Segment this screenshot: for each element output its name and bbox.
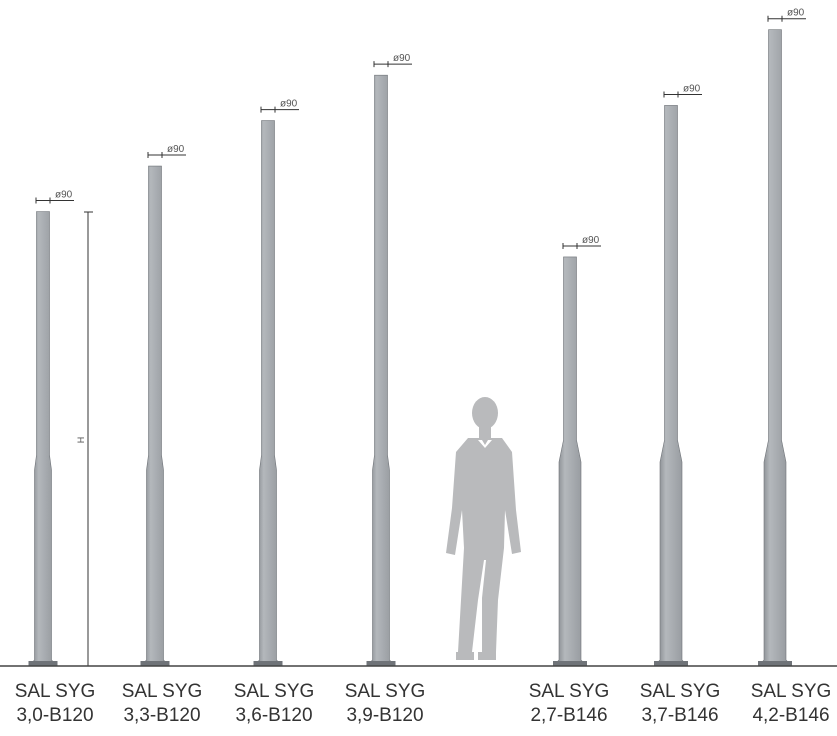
pole-body — [252, 120, 284, 667]
model-label-series: SAL SYG — [344, 681, 426, 702]
diameter-dimension: ø90 — [373, 53, 412, 68]
model-label-code: 3,7-B146 — [641, 705, 719, 726]
pole-base-plate — [758, 661, 792, 666]
height-label: H — [76, 437, 86, 444]
model-label-code: 4,2-B146 — [752, 705, 830, 726]
diameter-dimension: ø90 — [767, 8, 806, 22]
diameter-label: ø90 — [167, 144, 185, 155]
diameter-label: ø90 — [683, 83, 701, 94]
model-label-7: SAL SYG 4,2-B146 — [731, 680, 837, 728]
pole-body — [653, 105, 689, 667]
pole-base-plate — [366, 661, 396, 666]
pole-base-plate — [28, 661, 58, 666]
pole-1: ø90 — [27, 190, 74, 667]
model-label-3: SAL SYG 3,6-B120 — [214, 680, 334, 728]
model-label-code: 2,7-B146 — [530, 705, 608, 726]
diameter-label: ø90 — [787, 8, 805, 19]
poles-layer: ø90 ø90 ø90 ø90 ø90 ø90 ø90 — [27, 8, 806, 667]
diameter-dimension: ø90 — [147, 144, 186, 159]
model-label-code: 3,9-B120 — [346, 705, 424, 726]
diameter-dimension: ø90 — [260, 99, 299, 113]
model-label-5: SAL SYG 2,7-B146 — [509, 680, 629, 728]
pole-body — [27, 211, 59, 667]
model-label-series: SAL SYG — [750, 681, 832, 702]
model-label-code: 3,6-B120 — [235, 705, 313, 726]
model-label-series: SAL SYG — [121, 681, 203, 702]
height-dimension: H — [76, 211, 93, 666]
model-label-4: SAL SYG 3,9-B120 — [325, 680, 445, 728]
pole-base-plate — [553, 661, 587, 666]
model-label-1: SAL SYG 3,0-B120 — [0, 680, 115, 728]
pole-7: ø90 — [757, 8, 806, 667]
model-label-code: 3,0-B120 — [16, 705, 94, 726]
pole-base-plate — [140, 661, 170, 666]
diameter-label: ø90 — [55, 190, 73, 201]
pole-base-plate — [654, 661, 688, 666]
pole-body — [365, 74, 397, 667]
diameter-dimension: ø90 — [663, 83, 702, 98]
pole-3: ø90 — [252, 99, 299, 667]
pole-body — [139, 165, 171, 667]
model-label-series: SAL SYG — [639, 681, 721, 702]
model-label-series: SAL SYG — [14, 681, 96, 702]
diameter-dimension: ø90 — [35, 190, 74, 204]
diameter-label: ø90 — [582, 235, 600, 246]
pole-2: ø90 — [139, 144, 186, 667]
pole-base-plate — [253, 661, 283, 666]
model-label-series: SAL SYG — [528, 681, 610, 702]
pole-body — [757, 29, 793, 667]
model-label-2: SAL SYG 3,3-B120 — [102, 680, 222, 728]
model-label-series: SAL SYG — [233, 681, 315, 702]
diameter-label: ø90 — [280, 99, 298, 110]
model-label-6: SAL SYG 3,7-B146 — [620, 680, 740, 728]
pole-5: ø90 — [552, 235, 601, 667]
pole-6: ø90 — [653, 83, 702, 667]
diameter-label: ø90 — [393, 53, 411, 64]
pole-4: ø90 — [365, 53, 412, 667]
pole-body — [552, 256, 588, 667]
diameter-dimension: ø90 — [562, 235, 601, 249]
model-label-code: 3,3-B120 — [123, 705, 201, 726]
human-silhouette — [446, 397, 521, 660]
